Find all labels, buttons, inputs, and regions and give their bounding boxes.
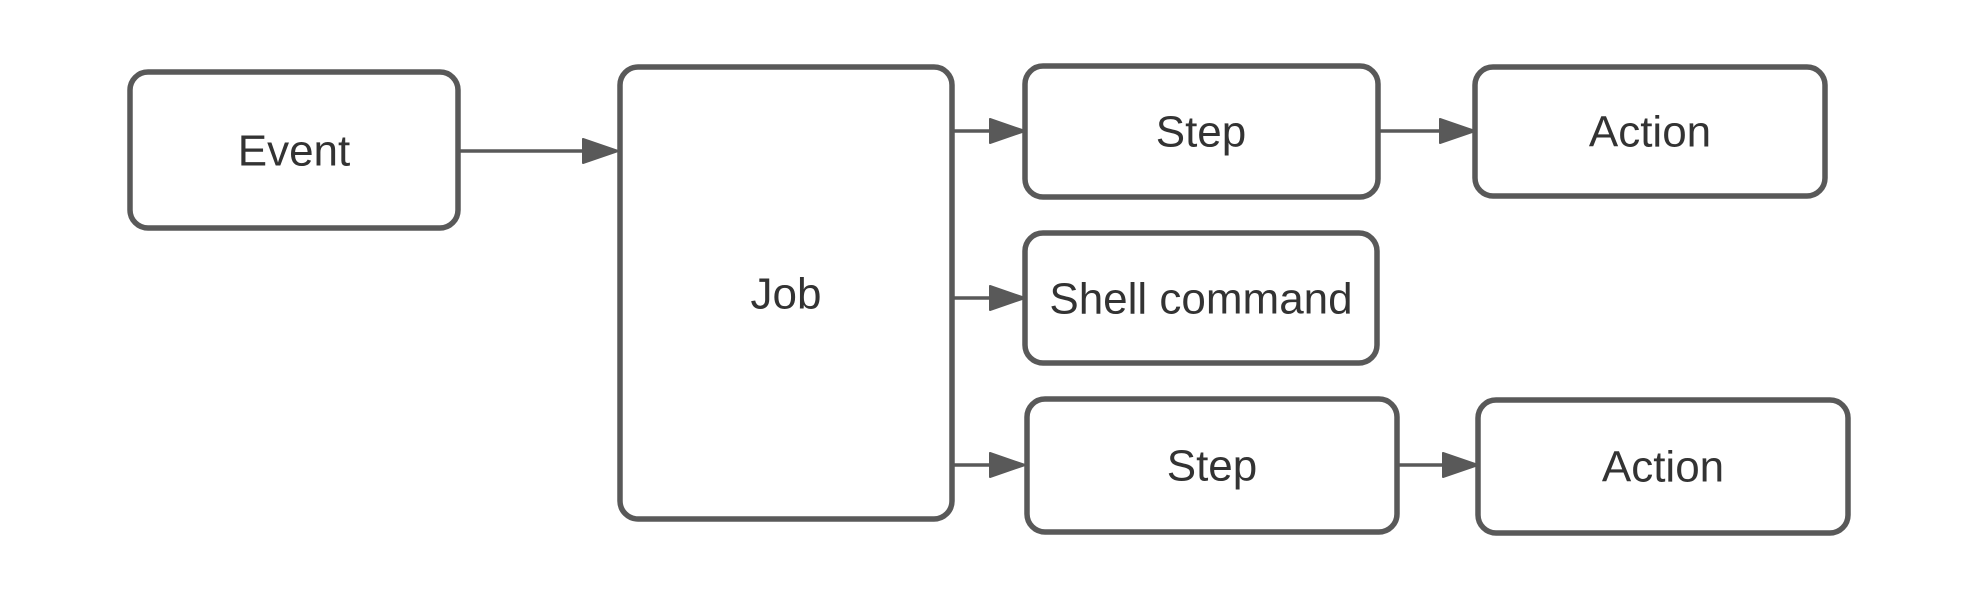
job-box	[617, 64, 955, 522]
event-box	[127, 69, 461, 231]
node-action-bottom: Action	[1475, 397, 1851, 536]
step-top-box	[1022, 63, 1381, 200]
arrowhead-icon	[989, 285, 1026, 311]
step-top-label: Step	[1156, 107, 1247, 156]
node-step-top: Step	[1022, 63, 1381, 200]
arrowhead-icon	[989, 452, 1026, 478]
edge-step-top-to-action-top	[1380, 118, 1476, 144]
step-bottom-box	[1024, 396, 1400, 535]
arrowhead-icon	[582, 138, 619, 164]
node-step-bottom: Step	[1024, 396, 1400, 535]
node-shell-command: Shell command	[1022, 230, 1380, 366]
action-top-box	[1472, 64, 1828, 199]
action-bottom-label: Action	[1602, 442, 1724, 491]
job-label: Job	[751, 269, 822, 318]
shell-command-label: Shell command	[1049, 274, 1352, 323]
arrowhead-icon	[1439, 118, 1476, 144]
arrowhead-icon	[989, 118, 1026, 144]
action-bottom-box	[1475, 397, 1851, 536]
node-event: Event	[127, 69, 461, 231]
arrowhead-icon	[1442, 452, 1479, 478]
step-bottom-label: Step	[1167, 441, 1258, 490]
edge-job-to-shell-command	[952, 285, 1026, 311]
node-job: Job	[617, 64, 955, 522]
edge-job-to-step-bottom	[952, 452, 1026, 478]
edge-job-to-step-top	[952, 118, 1026, 144]
edge-step-bottom-to-action-bottom	[1399, 452, 1479, 478]
action-top-label: Action	[1589, 107, 1711, 156]
event-label: Event	[238, 126, 351, 175]
node-action-top: Action	[1472, 64, 1828, 199]
edge-event-to-job	[460, 138, 619, 164]
shell-command-box	[1022, 230, 1380, 366]
